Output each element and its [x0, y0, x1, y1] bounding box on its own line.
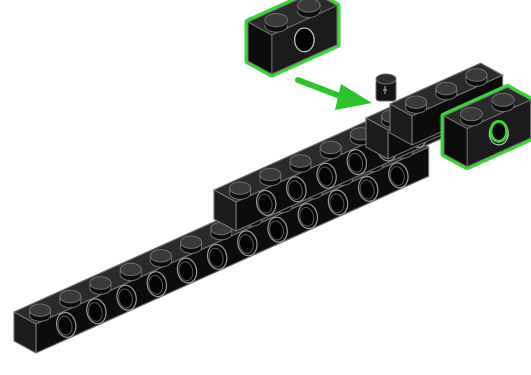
stud-top — [90, 277, 111, 289]
stud — [406, 96, 427, 113]
stud-top — [181, 236, 202, 248]
stud — [260, 168, 281, 185]
stud — [30, 304, 51, 321]
stud — [120, 263, 141, 280]
stud-top — [150, 250, 171, 262]
stud — [320, 141, 341, 158]
stud-top — [290, 155, 311, 167]
stud — [265, 13, 288, 32]
stud-top — [406, 96, 427, 108]
callout-brick-hole — [295, 28, 314, 52]
stud-top — [30, 304, 51, 316]
stud-top — [230, 182, 251, 194]
stud — [297, 0, 320, 17]
stud-top — [260, 168, 281, 180]
stud — [290, 155, 311, 172]
axle-stub — [376, 74, 396, 101]
stud — [181, 236, 202, 253]
axle-top — [376, 74, 396, 84]
stud-top — [466, 69, 487, 81]
stud — [90, 277, 111, 294]
arrow-shaft — [298, 80, 345, 98]
stud — [466, 69, 487, 86]
stud-top — [60, 290, 81, 302]
stud — [460, 108, 482, 126]
stud-top — [460, 108, 482, 121]
stud — [230, 182, 251, 199]
stud — [150, 250, 171, 267]
stud-top — [265, 13, 288, 26]
stud-top — [120, 263, 141, 275]
arrow-head — [335, 84, 372, 110]
stud-top — [492, 93, 514, 106]
green-arrow-icon — [298, 80, 372, 110]
callout-brick — [248, 0, 337, 74]
stud-top — [320, 141, 341, 153]
stud-top — [297, 0, 320, 12]
stud — [436, 82, 457, 99]
stud — [60, 290, 81, 307]
stud-top — [436, 82, 457, 94]
stud — [492, 93, 514, 111]
